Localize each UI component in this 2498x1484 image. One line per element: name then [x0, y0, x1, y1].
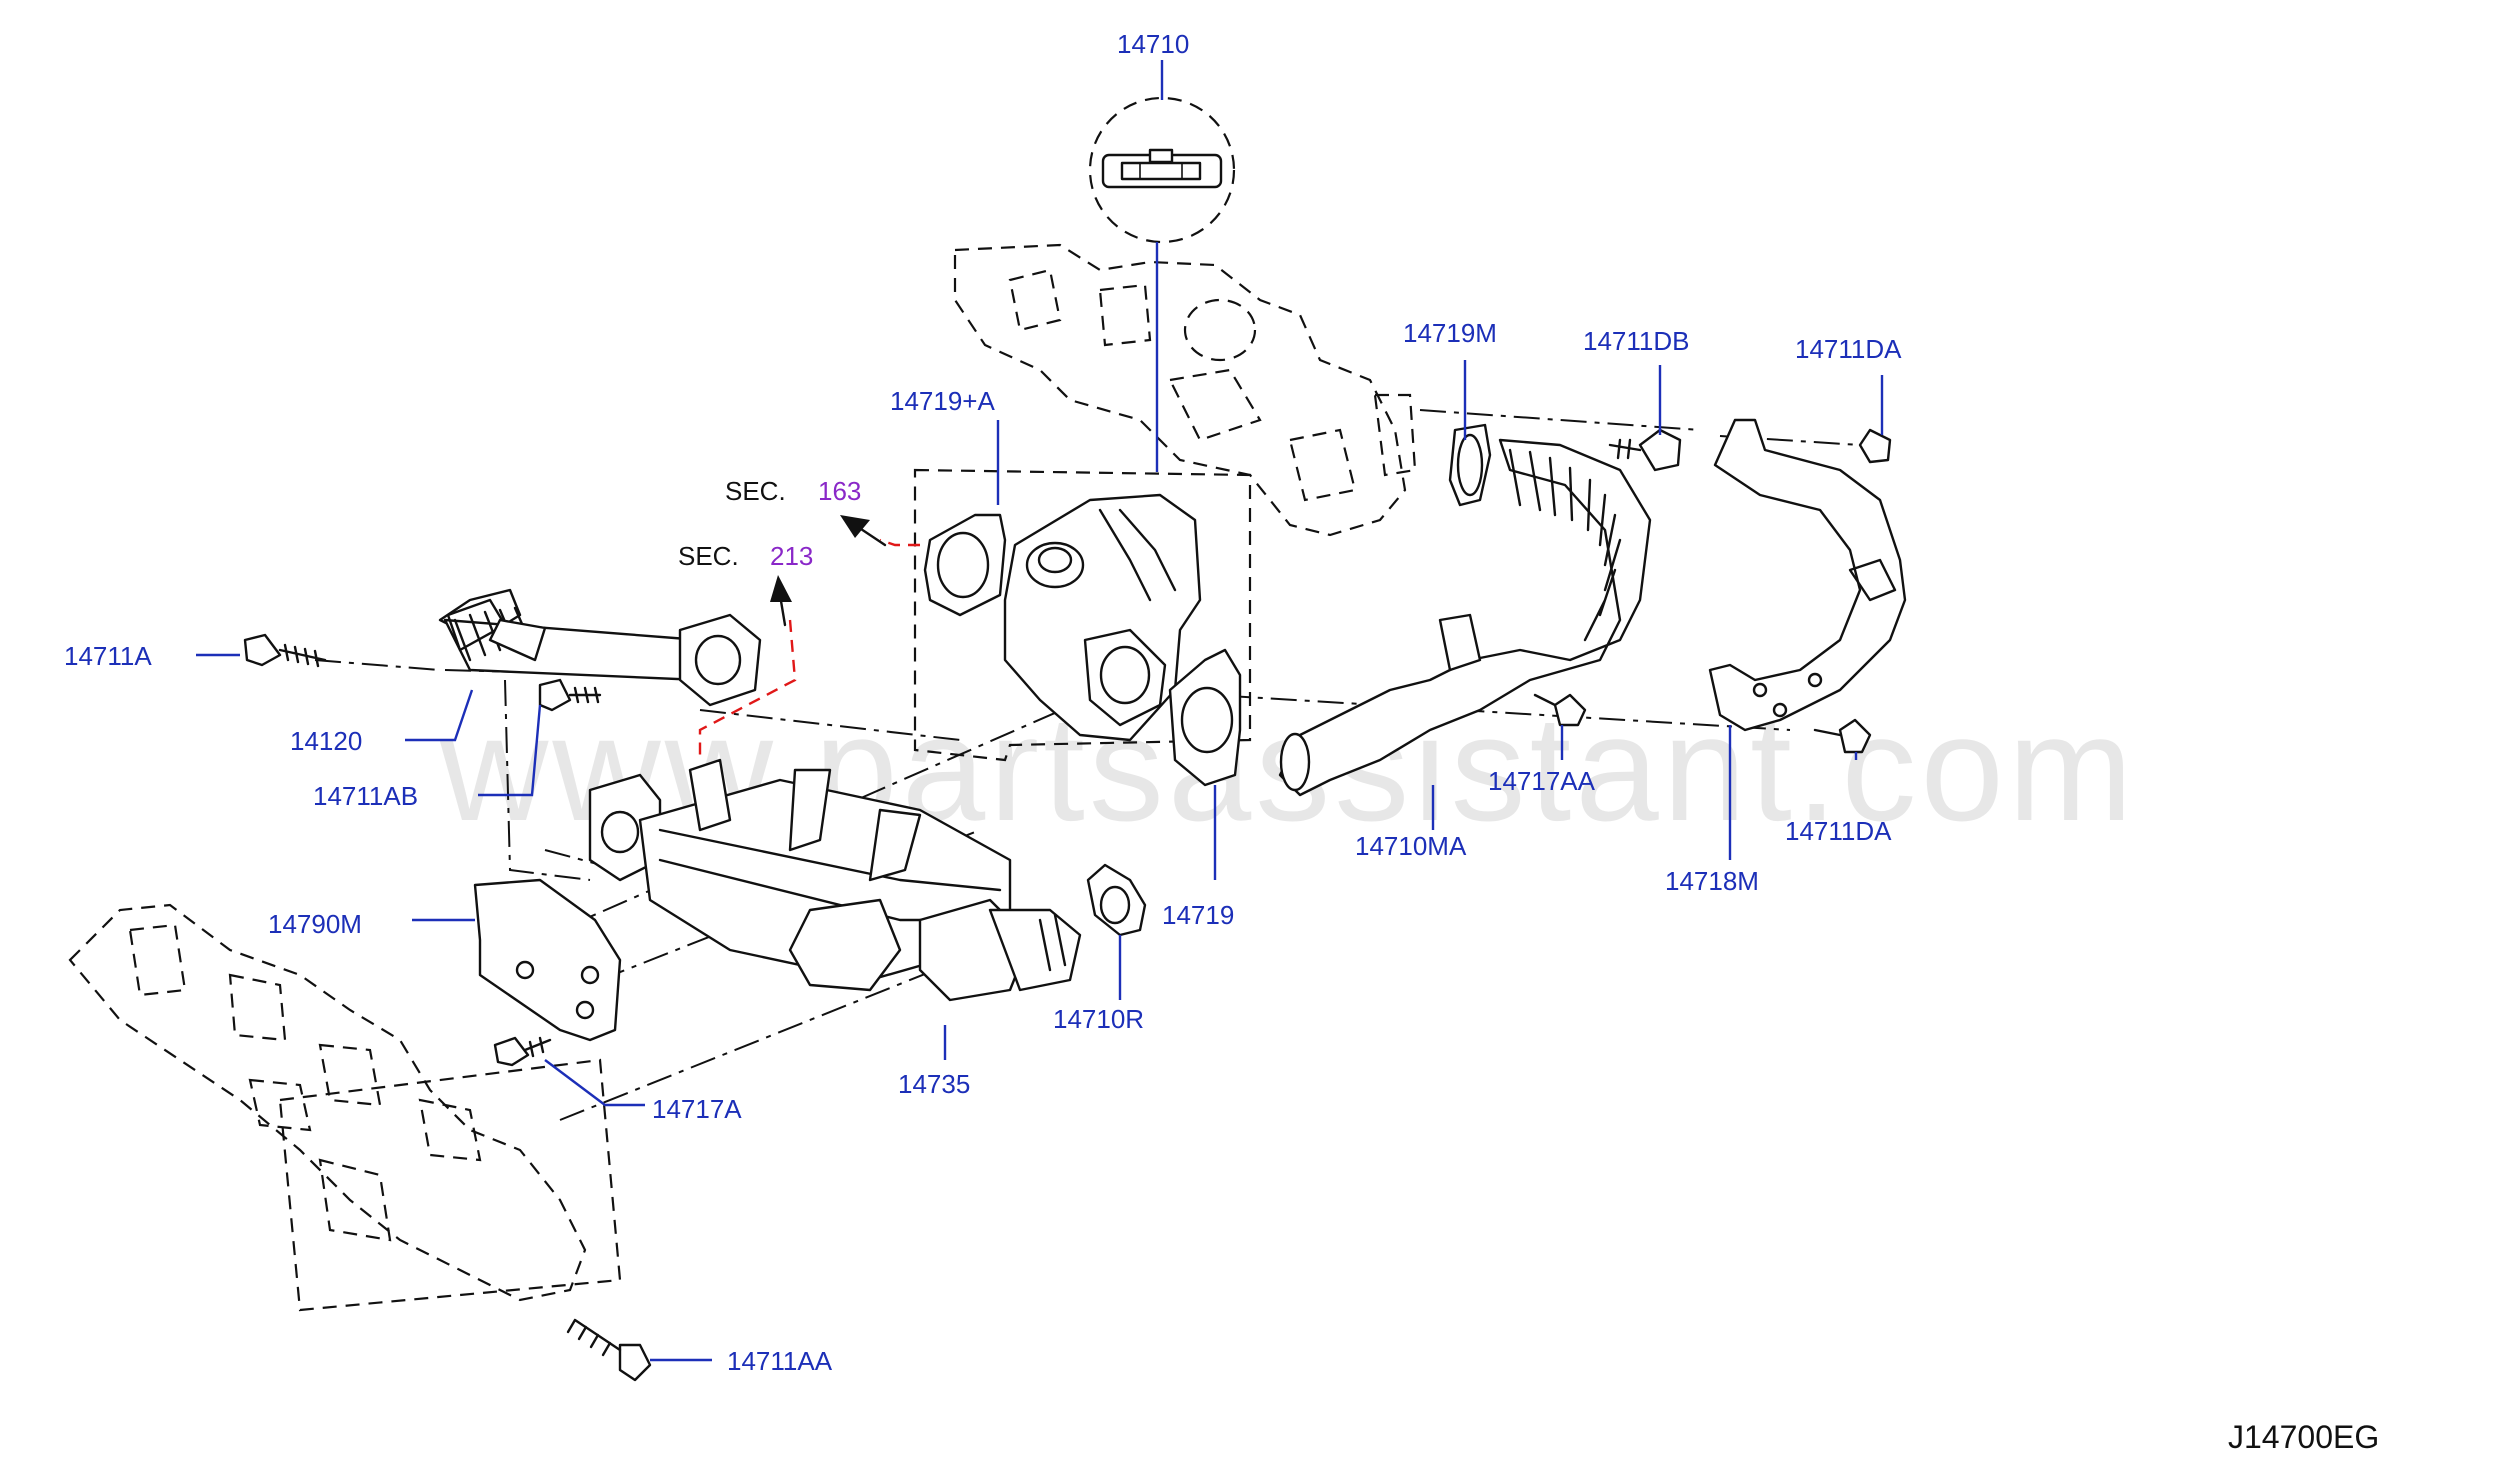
gasket-upper	[923, 513, 1007, 617]
egr-valve-group-box	[913, 468, 1252, 762]
label-14711a[interactable]: 14711A	[64, 641, 152, 671]
bolt-14711da-top	[1858, 428, 1892, 464]
label-14790m[interactable]: 14790M	[268, 909, 362, 939]
sec-163-prefix: SEC.	[725, 476, 786, 506]
label-14120[interactable]: 14120	[290, 726, 362, 756]
leader-lines	[196, 60, 1884, 1362]
egr-valve	[1003, 493, 1202, 742]
label-14710[interactable]: 14710	[1117, 29, 1189, 59]
label-14711ab[interactable]: 14711AB	[313, 781, 418, 811]
sec-163-number[interactable]: 163	[818, 476, 861, 506]
bolt-14711aa	[566, 1318, 652, 1382]
label-14711da-top[interactable]: 14711DA	[1795, 334, 1902, 364]
label-14719[interactable]: 14719	[1162, 900, 1234, 930]
bolt-14711a	[243, 633, 327, 668]
sec-213-prefix: SEC.	[678, 541, 739, 571]
exhaust-manifold-outline	[68, 903, 622, 1312]
label-14711aa[interactable]: 14711AA	[727, 1346, 833, 1376]
sec-213-number[interactable]: 213	[770, 541, 813, 571]
label-14735[interactable]: 14735	[898, 1069, 970, 1099]
sec-163-line	[879, 538, 920, 547]
label-14719m[interactable]: 14719M	[1403, 318, 1497, 348]
hose-clamp	[1086, 863, 1147, 937]
bolt-14711da-bottom	[1813, 718, 1872, 754]
bolt-14711db	[1608, 428, 1682, 472]
bolt-14717a	[493, 1036, 552, 1067]
label-14717aa[interactable]: 14717AA	[1488, 766, 1596, 796]
label-14717a[interactable]: 14717A	[652, 1094, 742, 1124]
sec-163-arrow	[840, 515, 887, 547]
label-14711da-bottom[interactable]: 14711DA	[1785, 816, 1892, 846]
heat-shield	[473, 878, 622, 1042]
bolt-14717aa	[1533, 693, 1587, 727]
sec-213-line	[698, 619, 797, 760]
sec-213-arrow	[770, 575, 792, 627]
gasket-14719m	[1448, 423, 1492, 507]
flex-hose	[1278, 438, 1652, 797]
drawing-code: J14700EG	[2228, 1419, 2379, 1455]
gasket-lower	[1168, 648, 1242, 787]
egr-cooler	[588, 758, 1082, 1002]
label-14711db[interactable]: 14711DB	[1583, 326, 1690, 356]
label-14719-plus-a[interactable]: 14719+A	[890, 386, 995, 416]
bracket	[1708, 418, 1907, 732]
connector-detail	[1088, 96, 1236, 244]
egr-tube	[438, 588, 762, 707]
label-14710r[interactable]: 14710R	[1053, 1004, 1144, 1034]
label-14710ma[interactable]: 14710MA	[1355, 831, 1467, 861]
bolt-14711ab	[538, 678, 602, 712]
intake-manifold-outline	[953, 243, 1417, 537]
label-14718m[interactable]: 14718M	[1665, 866, 1759, 896]
